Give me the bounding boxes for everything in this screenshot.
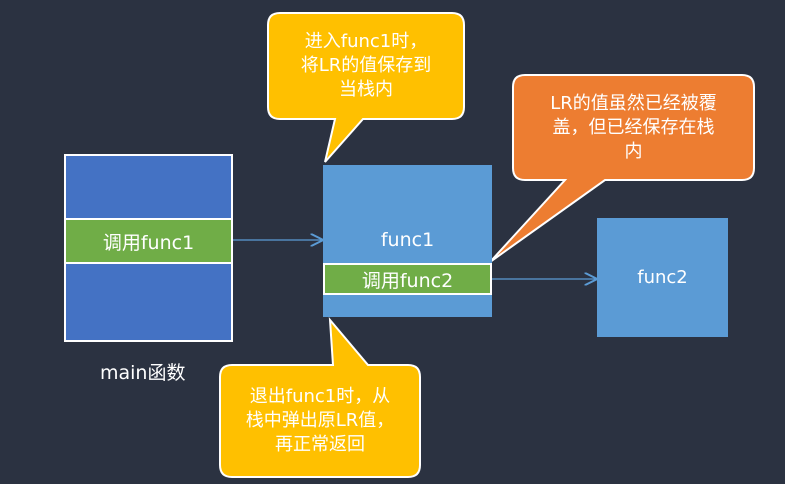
main-call-func1-frame <box>64 218 233 264</box>
func2-label: func2 <box>637 267 688 288</box>
func1-call-func2-frame <box>323 263 492 295</box>
func1-call-func2-label: 调用func2 <box>361 269 454 292</box>
main-call-func1-label: 调用func1 <box>102 231 195 254</box>
callout-enter-func1 <box>267 12 465 163</box>
callout-lr-overwritten <box>489 74 755 263</box>
main-caption: main函数 <box>100 362 186 384</box>
note-lr-overwritten: LR的值虽然已经被覆 盖，但已经保存在栈 内 <box>550 92 717 162</box>
callout-exit-func1 <box>219 317 421 478</box>
func1-label: func1 <box>380 229 435 251</box>
note-exit-func1: 退出func1时，从 栈中弹出原LR值， 再正常返回 <box>245 386 395 455</box>
func2-block <box>597 218 728 337</box>
note-enter-func1: 进入func1时， 将LR的值保存到 当栈内 <box>300 31 432 100</box>
